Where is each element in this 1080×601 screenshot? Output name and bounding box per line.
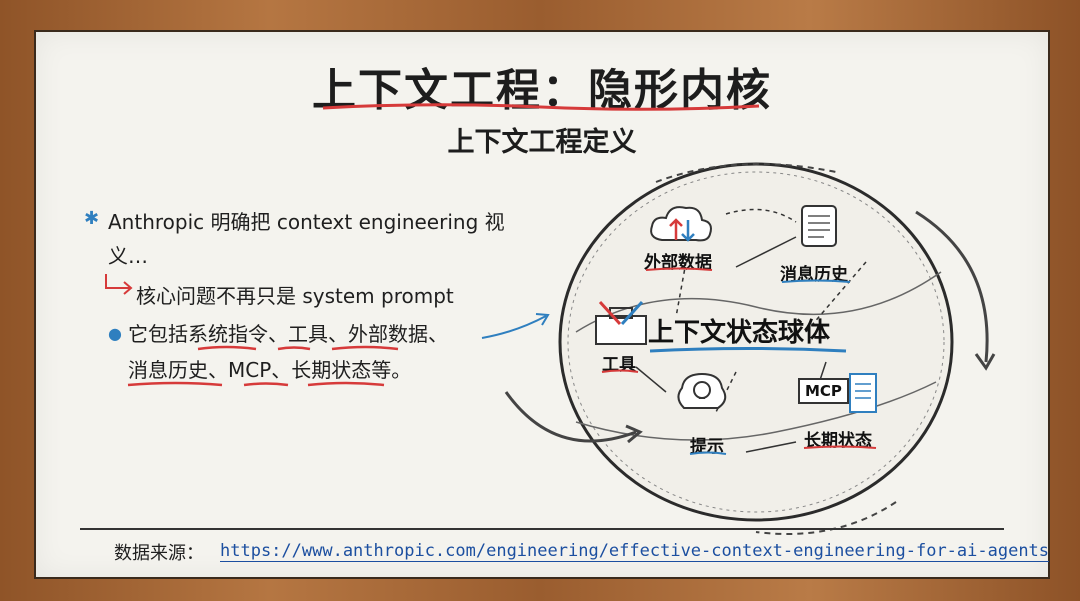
whiteboard: 上下文工程：隐形内核 上下文工程定义 ✱ Anthropic 明确把 conte… <box>34 30 1050 579</box>
label-underlines <box>36 32 1048 577</box>
source-link[interactable]: https://www.anthropic.com/engineering/ef… <box>220 541 1049 562</box>
source-label: 数据来源： <box>114 539 204 565</box>
footer-divider <box>80 528 1004 530</box>
